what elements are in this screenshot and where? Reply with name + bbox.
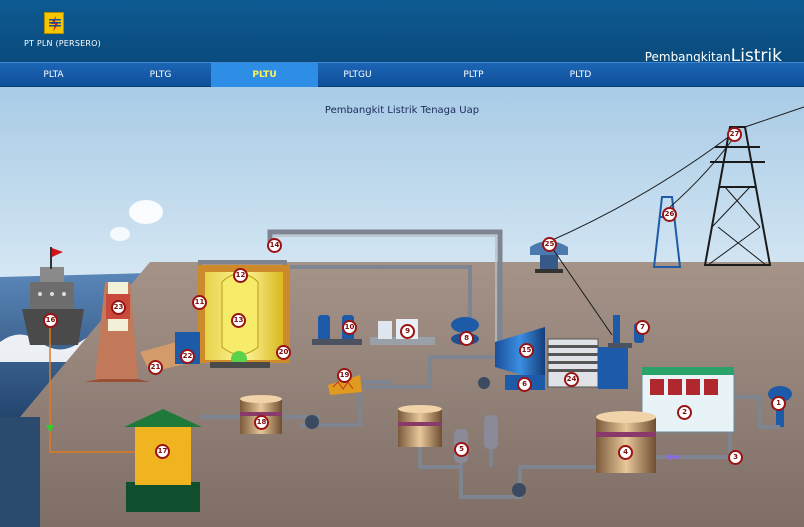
marker-5[interactable]: 5 (454, 442, 469, 457)
marker-18[interactable]: 18 (254, 415, 269, 430)
company-name: PT PLN (PERSERO) (24, 39, 101, 48)
pln-logo-icon (44, 12, 64, 34)
tab-pltp[interactable]: PLTP (463, 70, 484, 80)
page-title: Pembangkit Listrik Tenaga Uap (324, 105, 480, 116)
brand-title-big: Listrik (730, 46, 782, 66)
marker-10[interactable]: 10 (342, 320, 357, 335)
tab-pltu[interactable]: PLTU (211, 63, 318, 87)
marker-9[interactable]: 9 (400, 324, 415, 339)
marker-23[interactable]: 23 (111, 300, 126, 315)
marker-6[interactable]: 6 (517, 377, 532, 392)
brand-title: PembangkitanListrik (645, 46, 782, 66)
marker-4[interactable]: 4 (618, 445, 633, 460)
main-nav: PLTA PLTG PLTU PLTGU PLTP PLTD (0, 62, 804, 87)
marker-7[interactable]: 7 (635, 320, 650, 335)
marker-17[interactable]: 17 (155, 444, 170, 459)
marker-27[interactable]: 27 (727, 127, 742, 142)
marker-20[interactable]: 20 (276, 345, 291, 360)
marker-24[interactable]: 24 (564, 372, 579, 387)
header: PT PLN (PERSERO) PembangkitanListrik (0, 0, 804, 66)
marker-21[interactable]: 21 (148, 360, 163, 375)
marker-13[interactable]: 13 (231, 313, 246, 328)
power-plant-scene: Pembangkit Listrik Tenaga Uap 1 2 3 4 5 … (0, 87, 804, 527)
marker-22[interactable]: 22 (180, 349, 195, 364)
marker-16[interactable]: 16 (43, 313, 58, 328)
marker-14[interactable]: 14 (267, 238, 282, 253)
marker-11[interactable]: 11 (192, 295, 207, 310)
tab-pltg[interactable]: PLTG (149, 70, 172, 80)
tab-plta[interactable]: PLTA (43, 70, 64, 80)
marker-3[interactable]: 3 (728, 450, 743, 465)
brand-title-small: Pembangkitan (644, 50, 731, 64)
marker-8[interactable]: 8 (459, 331, 474, 346)
tab-pltgu[interactable]: PLTGU (343, 70, 372, 80)
plant-illustration (0, 87, 804, 527)
marker-12[interactable]: 12 (233, 268, 248, 283)
marker-26[interactable]: 26 (662, 207, 677, 222)
tab-pltd[interactable]: PLTD (569, 70, 592, 80)
marker-2[interactable]: 2 (677, 405, 692, 420)
marker-25[interactable]: 25 (542, 237, 557, 252)
marker-1[interactable]: 1 (771, 396, 786, 411)
marker-19[interactable]: 19 (337, 368, 352, 383)
marker-15[interactable]: 15 (519, 343, 534, 358)
